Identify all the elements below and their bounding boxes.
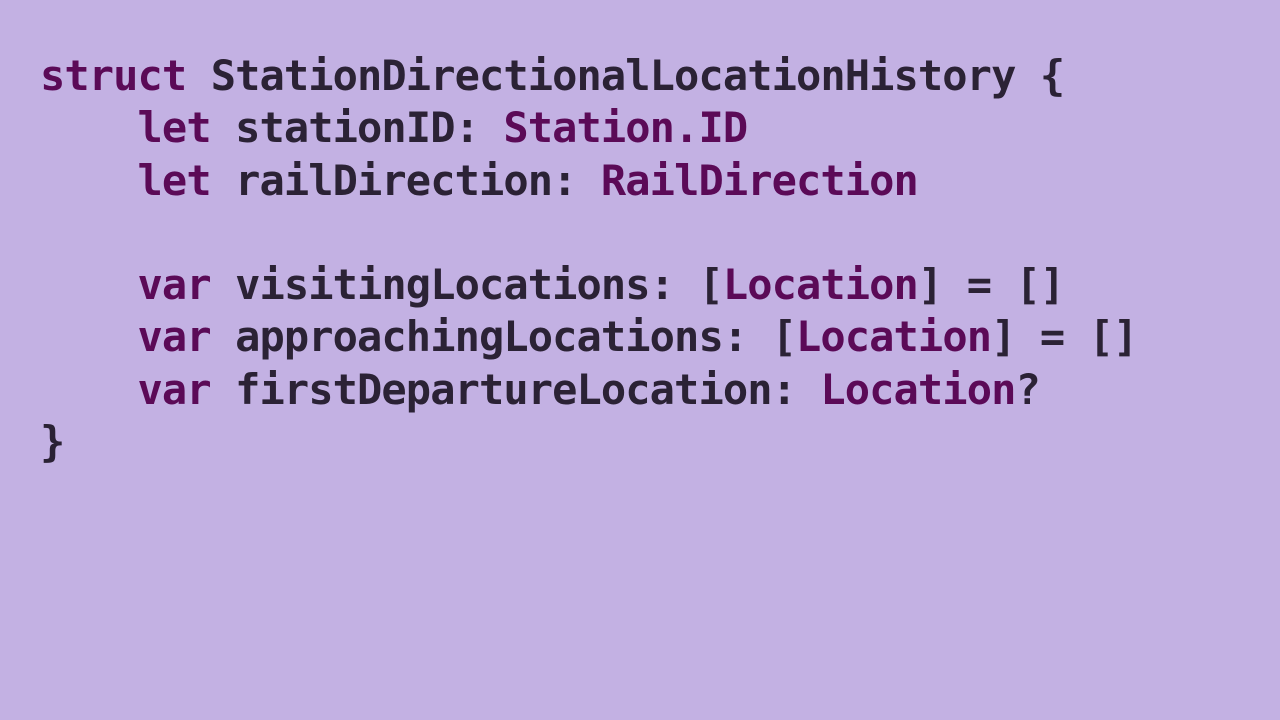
code-line: struct StationDirectionalLocationHistory… [40,50,1137,102]
code-type: Location [820,364,1016,414]
code-keyword: let [137,103,212,153]
code-keyword: var [137,364,212,414]
code-type: Location [796,312,992,362]
code-keyword: var [137,260,212,310]
code-text: ? [1015,364,1040,414]
code-text [40,312,138,361]
code-text: ] = [] [917,260,1065,310]
code-text: } [40,417,65,467]
code-type: Station.ID [503,103,748,153]
code-text [40,365,138,414]
code-block: struct StationDirectionalLocationHistory… [40,50,1139,468]
code-line: let stationID: Station.ID [40,102,1137,154]
code-text: railDirection: [210,155,601,205]
code-text [40,156,138,205]
code-line: } [40,416,1137,468]
code-text: firstDepartureLocation: [210,364,821,414]
code-type: RailDirection [600,155,919,205]
code-line: var visitingLocations: [Location] = [] [40,259,1137,311]
code-type: Location [722,260,919,310]
code-text: approachingLocations: [ [210,312,797,362]
code-keyword: struct [40,51,187,100]
code-text [40,103,138,152]
code-keyword: var [137,312,212,362]
code-line [40,207,1137,259]
code-line: var approachingLocations: [Location] = [… [40,311,1139,363]
code-text: ] = [] [991,312,1138,362]
code-text [40,260,138,309]
code-line: let railDirection: RailDirection [40,155,1137,207]
code-text: StationDirectionalLocationHistory { [186,51,1065,100]
code-line: var firstDepartureLocation: Location? [40,364,1137,416]
code-keyword: let [137,155,212,205]
code-text: stationID: [210,103,504,153]
code-text: visitingLocations: [ [210,260,724,310]
